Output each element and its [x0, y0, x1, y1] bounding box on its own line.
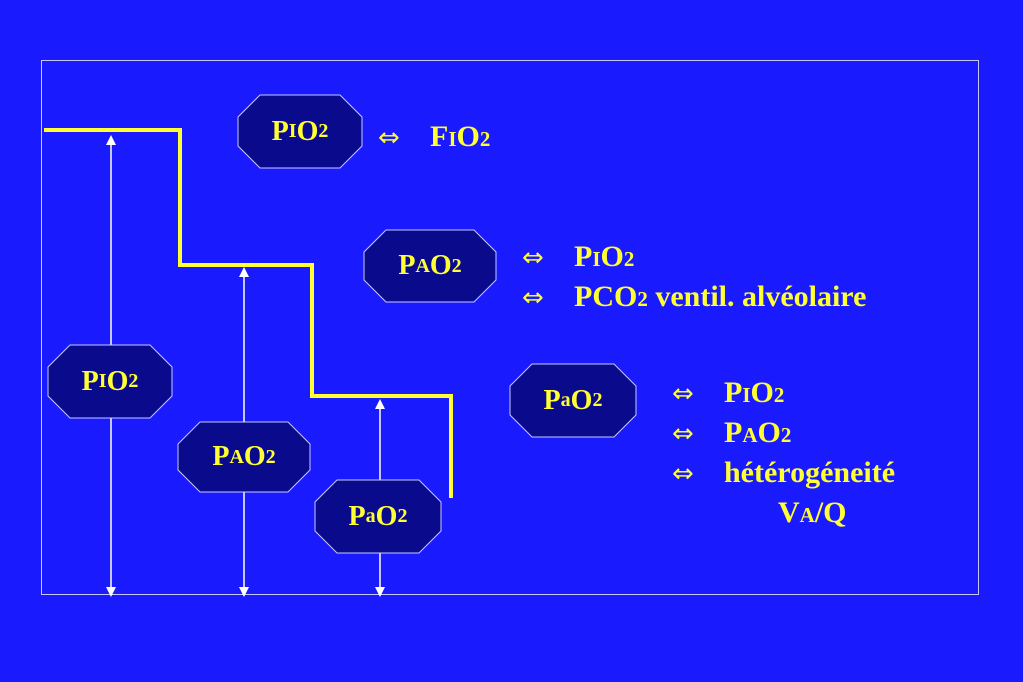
octagon-left-pao2-art [314, 479, 442, 554]
pco2-label: PCO [574, 280, 638, 313]
va-q-v: V [778, 496, 800, 529]
va-q-sub: A [799, 503, 815, 527]
label-p: F [430, 120, 449, 153]
note-pao2-alv-pio2: ⇔ PIO2 [522, 240, 634, 274]
pco2-sub: 2 [637, 287, 648, 311]
equivalence-arrow-icon: ⇔ [672, 379, 694, 409]
label-p: P [574, 240, 593, 273]
va-q-rest: /Q [814, 496, 847, 529]
octagon-left-pio2 [47, 344, 173, 419]
octagon-top-pio2 [237, 94, 363, 169]
label-p: P [724, 376, 743, 409]
octagon-top-pao2-alv [363, 229, 497, 303]
note-fio2: ⇔ FIO2 [378, 120, 490, 154]
label-o: O [600, 240, 624, 273]
octagon-left-pao2-alv [177, 421, 311, 493]
label-sub: A [742, 423, 758, 447]
label-sub: I [742, 383, 751, 407]
label-sub: I [448, 127, 457, 151]
label-sub: I [592, 247, 601, 271]
label-num: 2 [623, 247, 635, 271]
note-pao2-art-pio2: ⇔ PIO2 [672, 376, 784, 410]
o2-cascade-line [44, 128, 453, 498]
label-o: O [757, 416, 781, 449]
label-p: P [724, 416, 743, 449]
label-o: O [456, 120, 480, 153]
note-heterogeneite: ⇔ hétérogéneité [672, 456, 895, 490]
diagram-frame [41, 60, 979, 595]
octagon-top-pao2-art [509, 363, 637, 438]
note-va-q: VA/Q [778, 496, 847, 530]
label-num: 2 [479, 127, 491, 151]
equivalence-arrow-icon: ⇔ [522, 283, 544, 313]
heterogeneite-text: hétérogéneité [724, 456, 896, 489]
note-pco2-ventilation: ⇔ PCO2 ventil. alvéolaire [522, 280, 866, 314]
note-pao2-art-pao2: ⇔ PAO2 [672, 416, 791, 450]
equivalence-arrow-icon: ⇔ [672, 419, 694, 449]
equivalence-arrow-icon: ⇔ [378, 123, 400, 153]
equivalence-arrow-icon: ⇔ [522, 243, 544, 273]
equivalence-arrow-icon: ⇔ [672, 459, 694, 489]
ventilation-text: ventil. alvéolaire [647, 280, 867, 313]
label-num: 2 [773, 383, 785, 407]
label-num: 2 [780, 423, 792, 447]
label-o: O [750, 376, 774, 409]
